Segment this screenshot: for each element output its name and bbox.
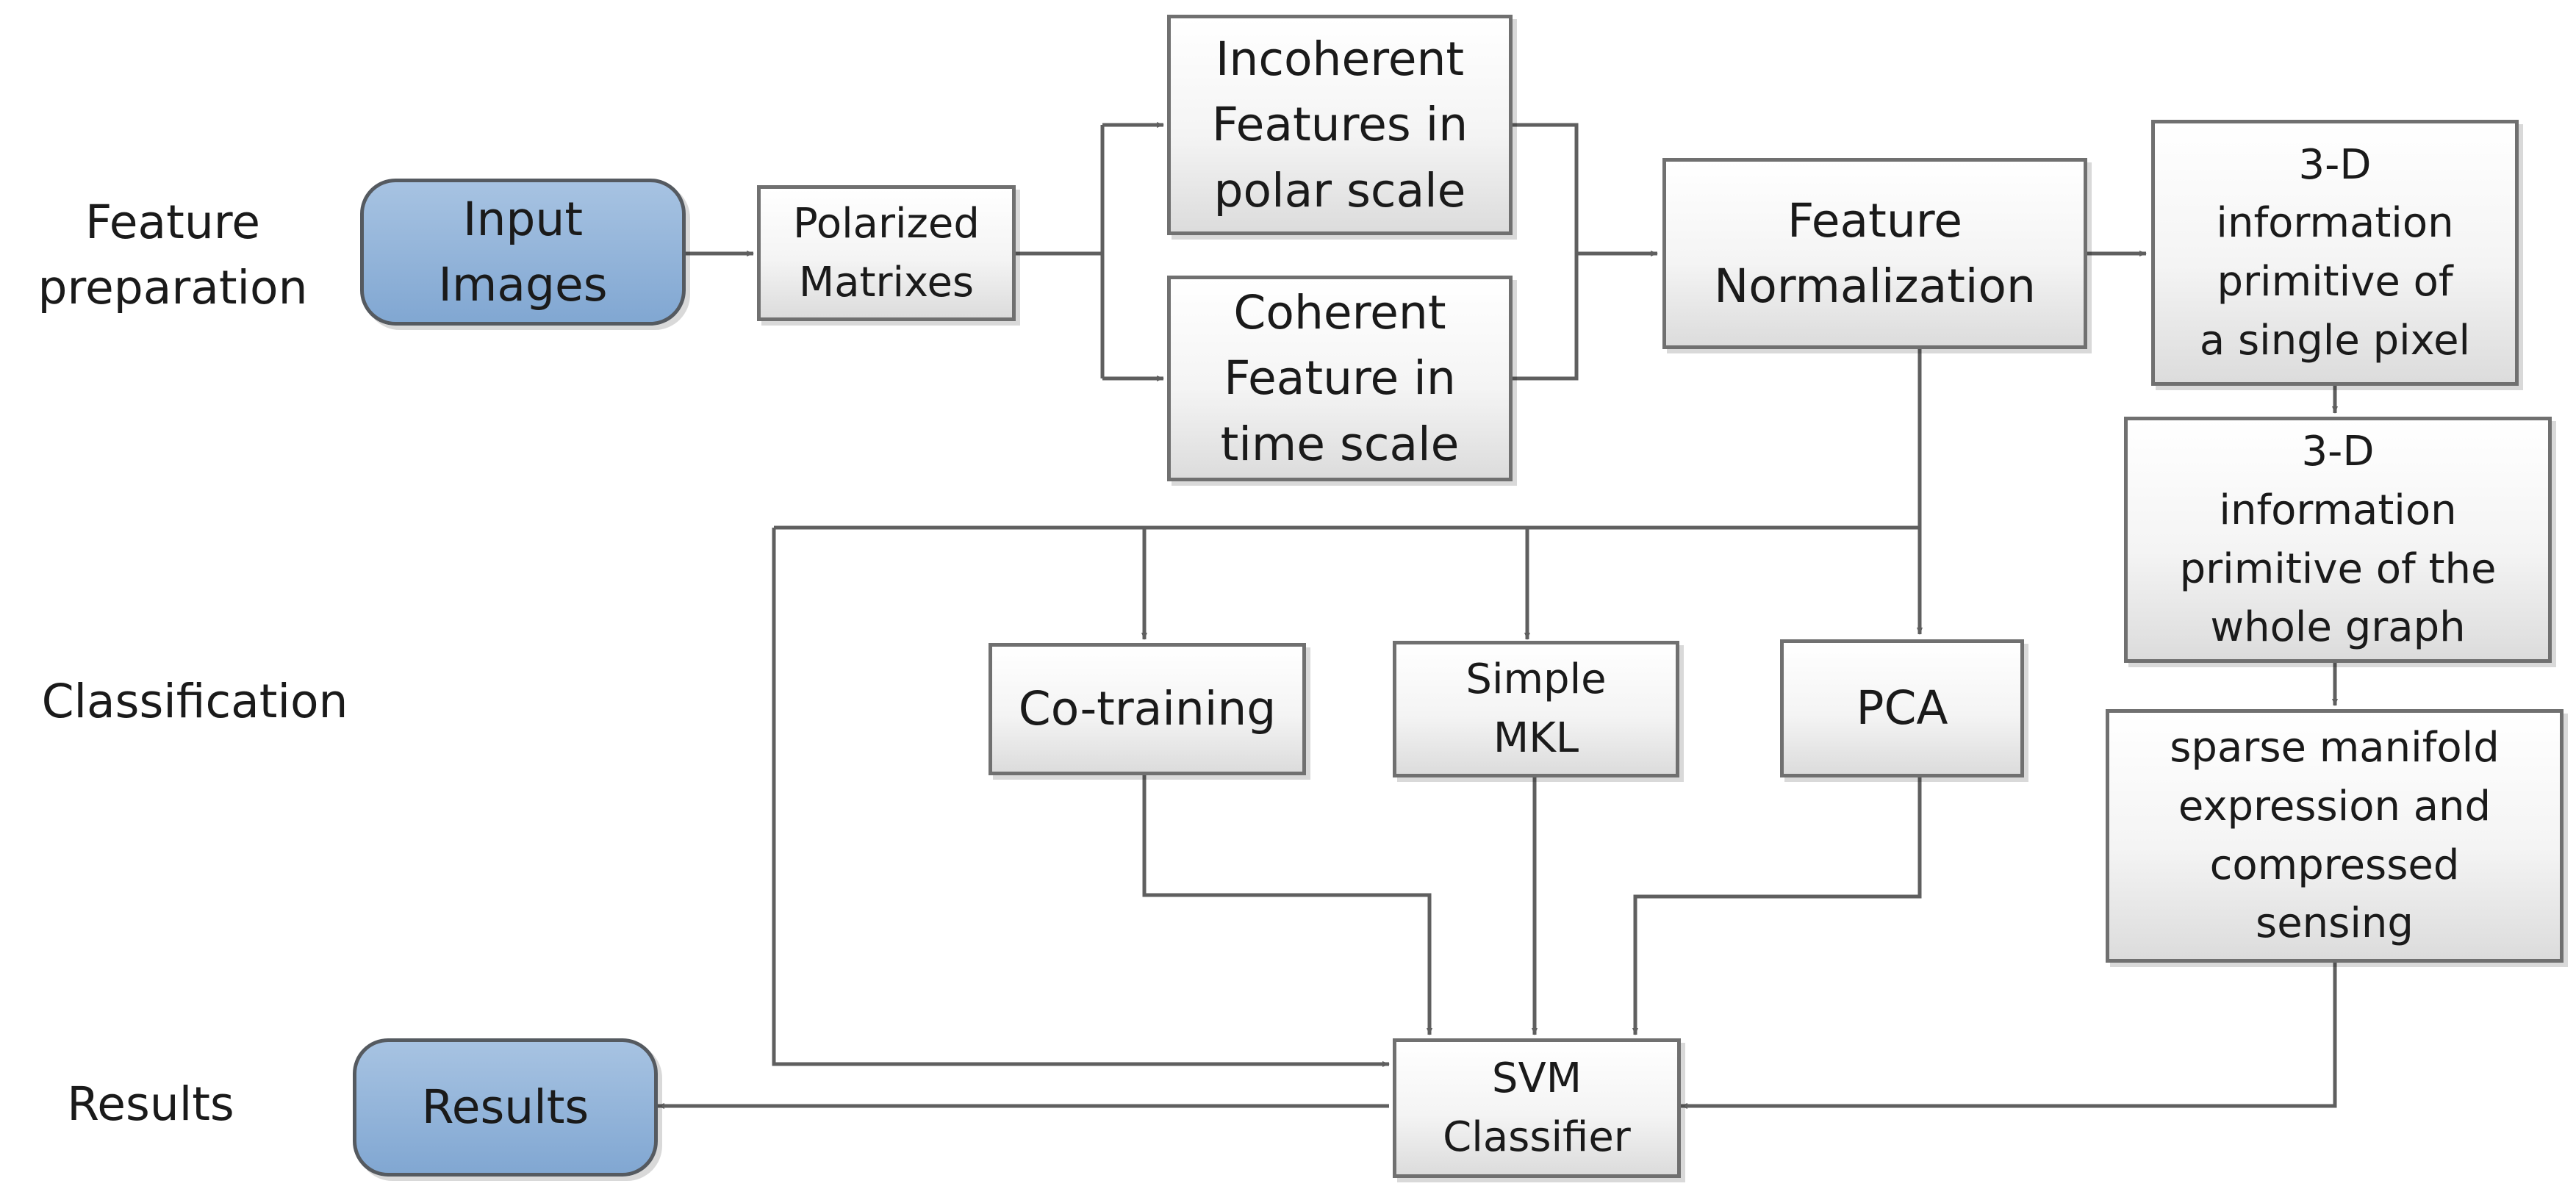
simple-mkl-node: Simple MKL (1393, 641, 1679, 777)
svm-classifier-label: SVM Classifier (1443, 1055, 1631, 1161)
input-images-label: Input Images (438, 192, 608, 312)
edge-pca-to-svm (1632, 777, 1922, 1035)
feature-normalization-node: Feature Normalization (1662, 158, 2087, 349)
edge-bypass-to-svm (772, 528, 1390, 1067)
polarized-matrixes-label: Polarized Matrixes (793, 199, 980, 306)
row-label-results: Results (67, 1077, 234, 1131)
row-label-feature-preparation: Feature preparation (37, 195, 308, 315)
edge-incoherent-to-merge (1513, 123, 1579, 381)
svm-classifier-node: SVM Classifier (1393, 1038, 1681, 1178)
pca-label: PCA (1856, 681, 1948, 736)
polarized-matrixes-node: Polarized Matrixes (757, 185, 1016, 321)
co-training-label: Co-training (1018, 682, 1277, 736)
incoherent-features-node: Incoherent Features in polar scale (1167, 15, 1513, 235)
input-images-node: Input Images (360, 179, 686, 326)
info-primitive-pixel-label: 3-D information primitive of a single pi… (2199, 140, 2471, 364)
incoherent-features-label: Incoherent Features in polar scale (1211, 32, 1468, 218)
sparse-manifold-label: sparse manifold expression and compresse… (2170, 724, 2500, 948)
info-primitive-pixel-node: 3-D information primitive of a single pi… (2151, 120, 2519, 386)
pca-node: PCA (1780, 639, 2024, 777)
results-label: Results (421, 1080, 589, 1135)
row-label-classification: Classification (41, 675, 348, 728)
coherent-feature-node: Coherent Feature in time scale (1167, 276, 1513, 481)
edge-cotraining-to-svm (1142, 775, 1432, 1035)
edge-sparse-to-svm (1680, 963, 2337, 1109)
results-node: Results (353, 1038, 658, 1177)
coherent-feature-label: Coherent Feature in time scale (1220, 285, 1460, 471)
sparse-manifold-node: sparse manifold expression and compresse… (2106, 709, 2564, 963)
simple-mkl-label: Simple MKL (1465, 655, 1607, 762)
info-primitive-graph-node: 3-D information primitive of the whole g… (2124, 417, 2552, 663)
co-training-node: Co-training (989, 643, 1306, 775)
info-primitive-graph-label: 3-D information primitive of the whole g… (2179, 428, 2497, 652)
feature-normalization-label: Feature Normalization (1714, 193, 2036, 313)
